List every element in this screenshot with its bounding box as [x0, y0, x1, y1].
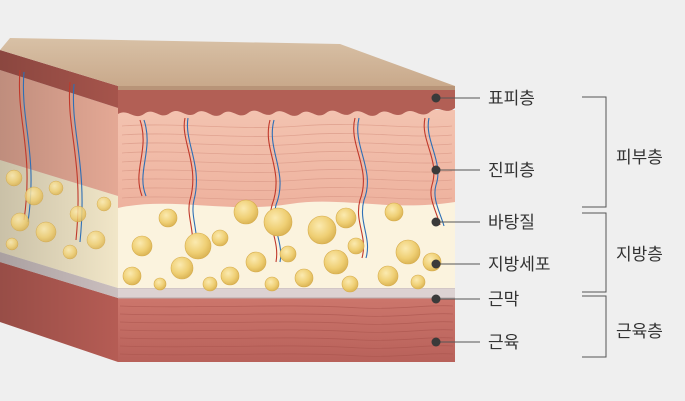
top-surface: [0, 38, 455, 86]
fat-cell-shape: [10, 212, 30, 232]
fat-cell-shape: [279, 245, 297, 263]
fat-cell-shape: [96, 196, 112, 212]
fat-cell-shape: [211, 229, 229, 247]
top-surface-edge: [118, 86, 455, 90]
muscle-label: 근육: [488, 333, 519, 353]
fat-cell-shape: [153, 277, 167, 291]
front-fat-matrix: [118, 201, 455, 288]
fat-cell-shape: [347, 237, 365, 255]
muscle-layer-label: 근육층: [616, 322, 663, 342]
side-shade: [0, 50, 118, 362]
epidermis-marker-dot: [431, 93, 441, 103]
front-epidermis: [118, 90, 455, 117]
fat-cell-shape: [62, 244, 78, 260]
fascia-label: 근막: [488, 290, 520, 310]
fat-cell-shape: [410, 274, 426, 290]
dermis-marker-dot: [431, 165, 441, 175]
fat-cell-shape: [131, 235, 153, 257]
fascia-marker-dot: [431, 294, 441, 304]
fat-cell-shape: [264, 276, 280, 292]
fat-cell-shape: [5, 169, 23, 187]
fat-cell-shape: [48, 180, 64, 196]
muscle-layer-bracket: [582, 295, 607, 358]
fat-cell-shape: [69, 205, 87, 223]
matrix-label: 바탕질: [488, 213, 535, 233]
fat-layer-bracket: [582, 212, 607, 293]
fat-cell-shape: [5, 237, 19, 251]
fat-cell-shape: [158, 208, 178, 228]
epidermis-label: 표피층: [488, 89, 535, 109]
matrix-marker-dot: [431, 217, 441, 227]
fat-cell-shape: [202, 276, 218, 292]
fat-cell-shape: [170, 256, 194, 280]
fat-cell-shape: [384, 202, 404, 222]
fat-cell-shape: [35, 221, 57, 243]
fat-cell-marker-dot: [431, 259, 441, 269]
fat-cell-shape: [323, 249, 349, 275]
fat-cell-shape: [341, 275, 359, 293]
fat-cell-label: 지방세포: [488, 255, 551, 275]
skin-layer-bracket: [582, 96, 607, 208]
muscle-fibres: [119, 305, 454, 357]
fat-cell-shape: [307, 215, 337, 245]
fat-cell-shape: [220, 266, 240, 286]
front-dermis: [118, 110, 455, 208]
front-fascia: [118, 288, 455, 298]
fat-cell-shape: [86, 230, 106, 250]
skin-layer-label: 피부층: [616, 148, 663, 168]
muscle-marker-dot: [431, 337, 441, 347]
fat-cell-shape: [233, 199, 259, 225]
fat-cell-shape: [335, 207, 357, 229]
fat-cells: [5, 169, 442, 293]
fat-cell-shape: [263, 207, 293, 237]
fat-cell-shape: [184, 232, 212, 260]
fat-cell-shape: [24, 186, 44, 206]
fat-cell-shape: [294, 268, 314, 288]
fat-cell-shape: [377, 265, 399, 287]
fat-cell-shape: [122, 266, 142, 286]
fat-layer-label: 지방층: [616, 245, 663, 265]
dermis-label: 진피층: [488, 161, 535, 181]
fat-cell-shape: [245, 251, 267, 273]
dermis-fibres: [121, 124, 453, 200]
fat-cell-shape: [395, 239, 421, 265]
